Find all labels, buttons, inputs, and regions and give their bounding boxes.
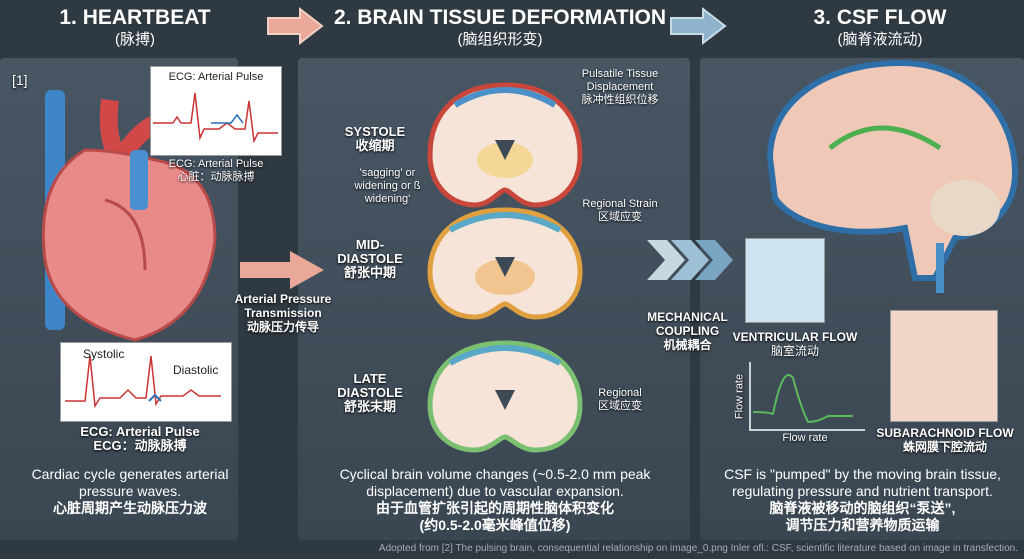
heartbeat-caption: Cardiac cycle generates arterial pressur… (31, 466, 229, 516)
graph-x-label: Flow rate (782, 432, 828, 444)
brain-caption: Cyclical brain volume changes (~0.5-2.0 … (339, 466, 651, 533)
systolic-label: Systolic (83, 347, 125, 361)
brain-coronal-late-diastole (427, 340, 583, 453)
section-title-heartbeat: 1. HEARTBEAT(脉搏) (59, 6, 211, 48)
section-title-brain: 2. BRAIN TISSUE DEFORMATION(脑组织形变) (333, 6, 667, 48)
chevron-arrows-icon (647, 240, 733, 280)
ecg-bottom-card: Systolic Diastolic (60, 342, 232, 422)
subarachnoid-inset (890, 310, 998, 422)
heart-illustration (41, 90, 217, 342)
arrow-right-icon (670, 6, 727, 46)
brain-coronal-mid-diastole (427, 207, 583, 320)
sagging-label: 'sagging' or widening or ß widening' (354, 167, 421, 205)
reference-label: [1] (12, 72, 28, 88)
csf-caption: CSF is "pumped" by the moving brain tiss… (724, 466, 1001, 533)
sagittal-brain-illustration (766, 59, 1019, 293)
flow-rate-graph (749, 362, 865, 431)
ventricular-inset (745, 238, 825, 323)
arrow-right-icon (267, 6, 324, 46)
brain-coronal-systole (427, 82, 583, 208)
diastolic-label: Diastolic (173, 363, 219, 377)
ecg-top-title: ECG: Arterial Pulse (168, 71, 264, 83)
ecg-trace (65, 355, 221, 409)
ecg-top-card: ECG: Arterial Pulse (150, 66, 282, 156)
footer-citation: Adopted from [2] The pulsing brain, cons… (378, 543, 1018, 554)
section-title-csf: 3. CSF FLOW(脑脊液流动) (813, 6, 947, 48)
graph-y-label: Flow rate (733, 373, 746, 420)
arrow-right-icon (240, 251, 324, 289)
ecg-trace (153, 92, 278, 144)
